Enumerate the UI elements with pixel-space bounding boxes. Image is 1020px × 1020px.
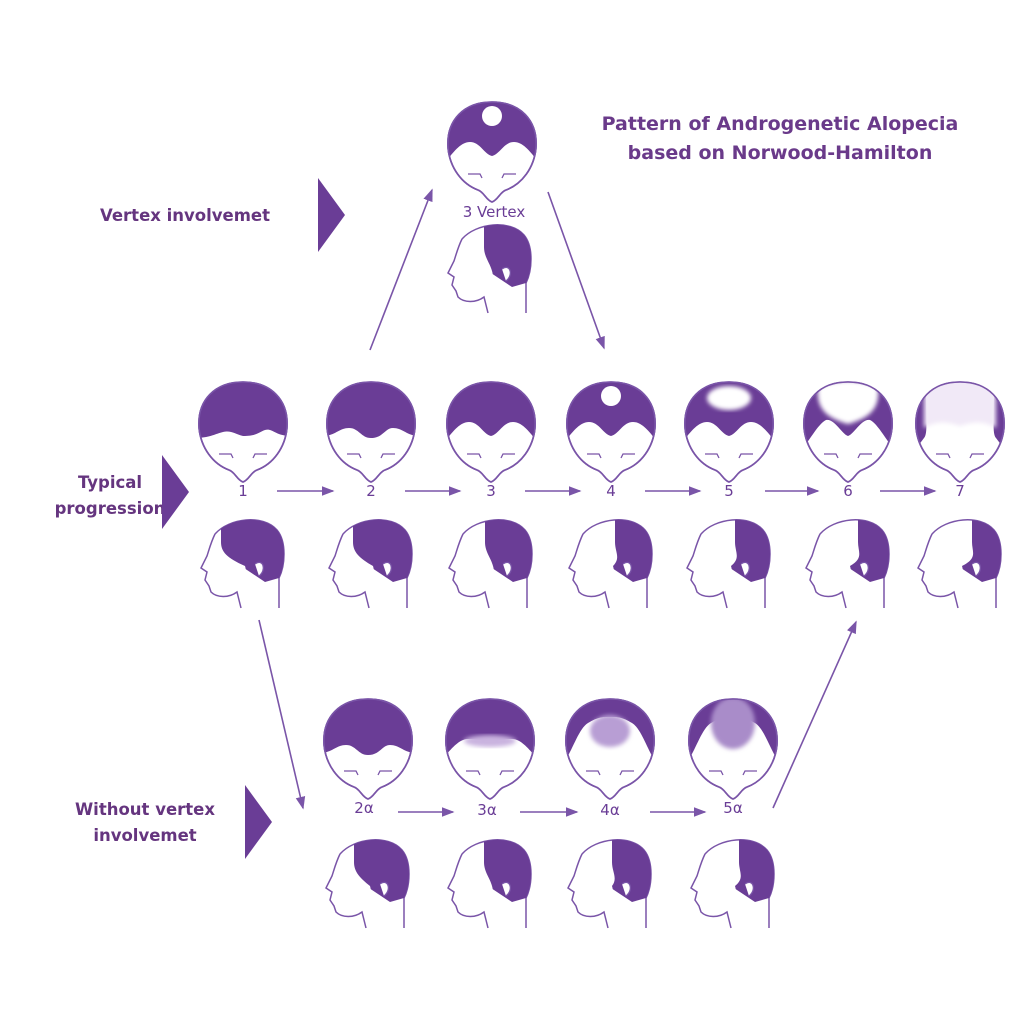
- typical-row-pointer-icon: [162, 455, 189, 529]
- head-side-6: [805, 519, 890, 609]
- head-top-alpha-2: [323, 698, 413, 800]
- head-side-5: [686, 519, 771, 609]
- arrow-from-vertex: [547, 191, 605, 350]
- without-vertex-label: Without vertex involvemet: [50, 797, 240, 849]
- head-side-7: [917, 519, 1002, 609]
- stage-label-4a: 4α: [600, 801, 620, 819]
- typical-progression-label: Typical progression: [20, 470, 200, 522]
- stage-label-2a: 2α: [354, 799, 374, 817]
- typical-label-line-1: Typical: [77, 473, 143, 492]
- head-top-6: [803, 381, 893, 483]
- head-side-3-vertex: [447, 224, 532, 314]
- arrow-from-alpha: [772, 620, 857, 809]
- head-top-5: [684, 381, 774, 483]
- stage-label-3-vertex: 3 Vertex: [462, 203, 526, 221]
- arrow-to-alpha: [258, 619, 306, 810]
- head-side-alpha-4: [567, 839, 652, 929]
- head-top-alpha-4: [565, 698, 655, 800]
- stage-label-5a: 5α: [723, 799, 743, 817]
- vertex-involvement-label: Vertex involvemet: [80, 203, 290, 229]
- diagram-title: Pattern of Androgenetic Alopecia based o…: [570, 110, 990, 168]
- head-side-2: [328, 519, 413, 609]
- stage-label-5: 5: [724, 482, 734, 500]
- stage-label-4: 4: [606, 482, 616, 500]
- head-side-alpha-3: [447, 839, 532, 929]
- without-vertex-label-line-1: Without vertex: [74, 800, 215, 819]
- head-side-alpha-2: [325, 839, 410, 929]
- title-line-2: based on Norwood-Hamilton: [627, 142, 933, 164]
- head-top-1: [198, 381, 288, 483]
- title-line-1: Pattern of Androgenetic Alopecia: [601, 113, 959, 135]
- without-vertex-row-pointer-icon: [245, 785, 272, 859]
- stage-label-2: 2: [366, 482, 376, 500]
- arrow-to-vertex: [369, 188, 433, 351]
- head-side-4: [568, 519, 653, 609]
- stage-label-7: 7: [955, 482, 965, 500]
- stage-label-1: 1: [238, 482, 248, 500]
- vertex-row-pointer-icon: [318, 178, 345, 252]
- head-side-3: [448, 519, 533, 609]
- head-top-4: [566, 381, 656, 483]
- stage-label-6: 6: [843, 482, 853, 500]
- head-side-1: [200, 519, 285, 609]
- head-top-alpha-5: [688, 698, 778, 800]
- without-vertex-label-line-2: involvemet: [93, 826, 197, 845]
- typical-label-line-2: progression: [54, 499, 166, 518]
- head-top-2: [326, 381, 416, 483]
- head-top-alpha-3: [445, 698, 535, 800]
- vertex-label-text: Vertex involvemet: [99, 206, 271, 225]
- head-top-7: [915, 381, 1005, 483]
- stage-label-3: 3: [486, 482, 496, 500]
- stage-label-3a: 3α: [477, 801, 497, 819]
- head-top-3-vertex: [447, 101, 537, 203]
- head-side-alpha-5: [690, 839, 775, 929]
- head-top-3: [446, 381, 536, 483]
